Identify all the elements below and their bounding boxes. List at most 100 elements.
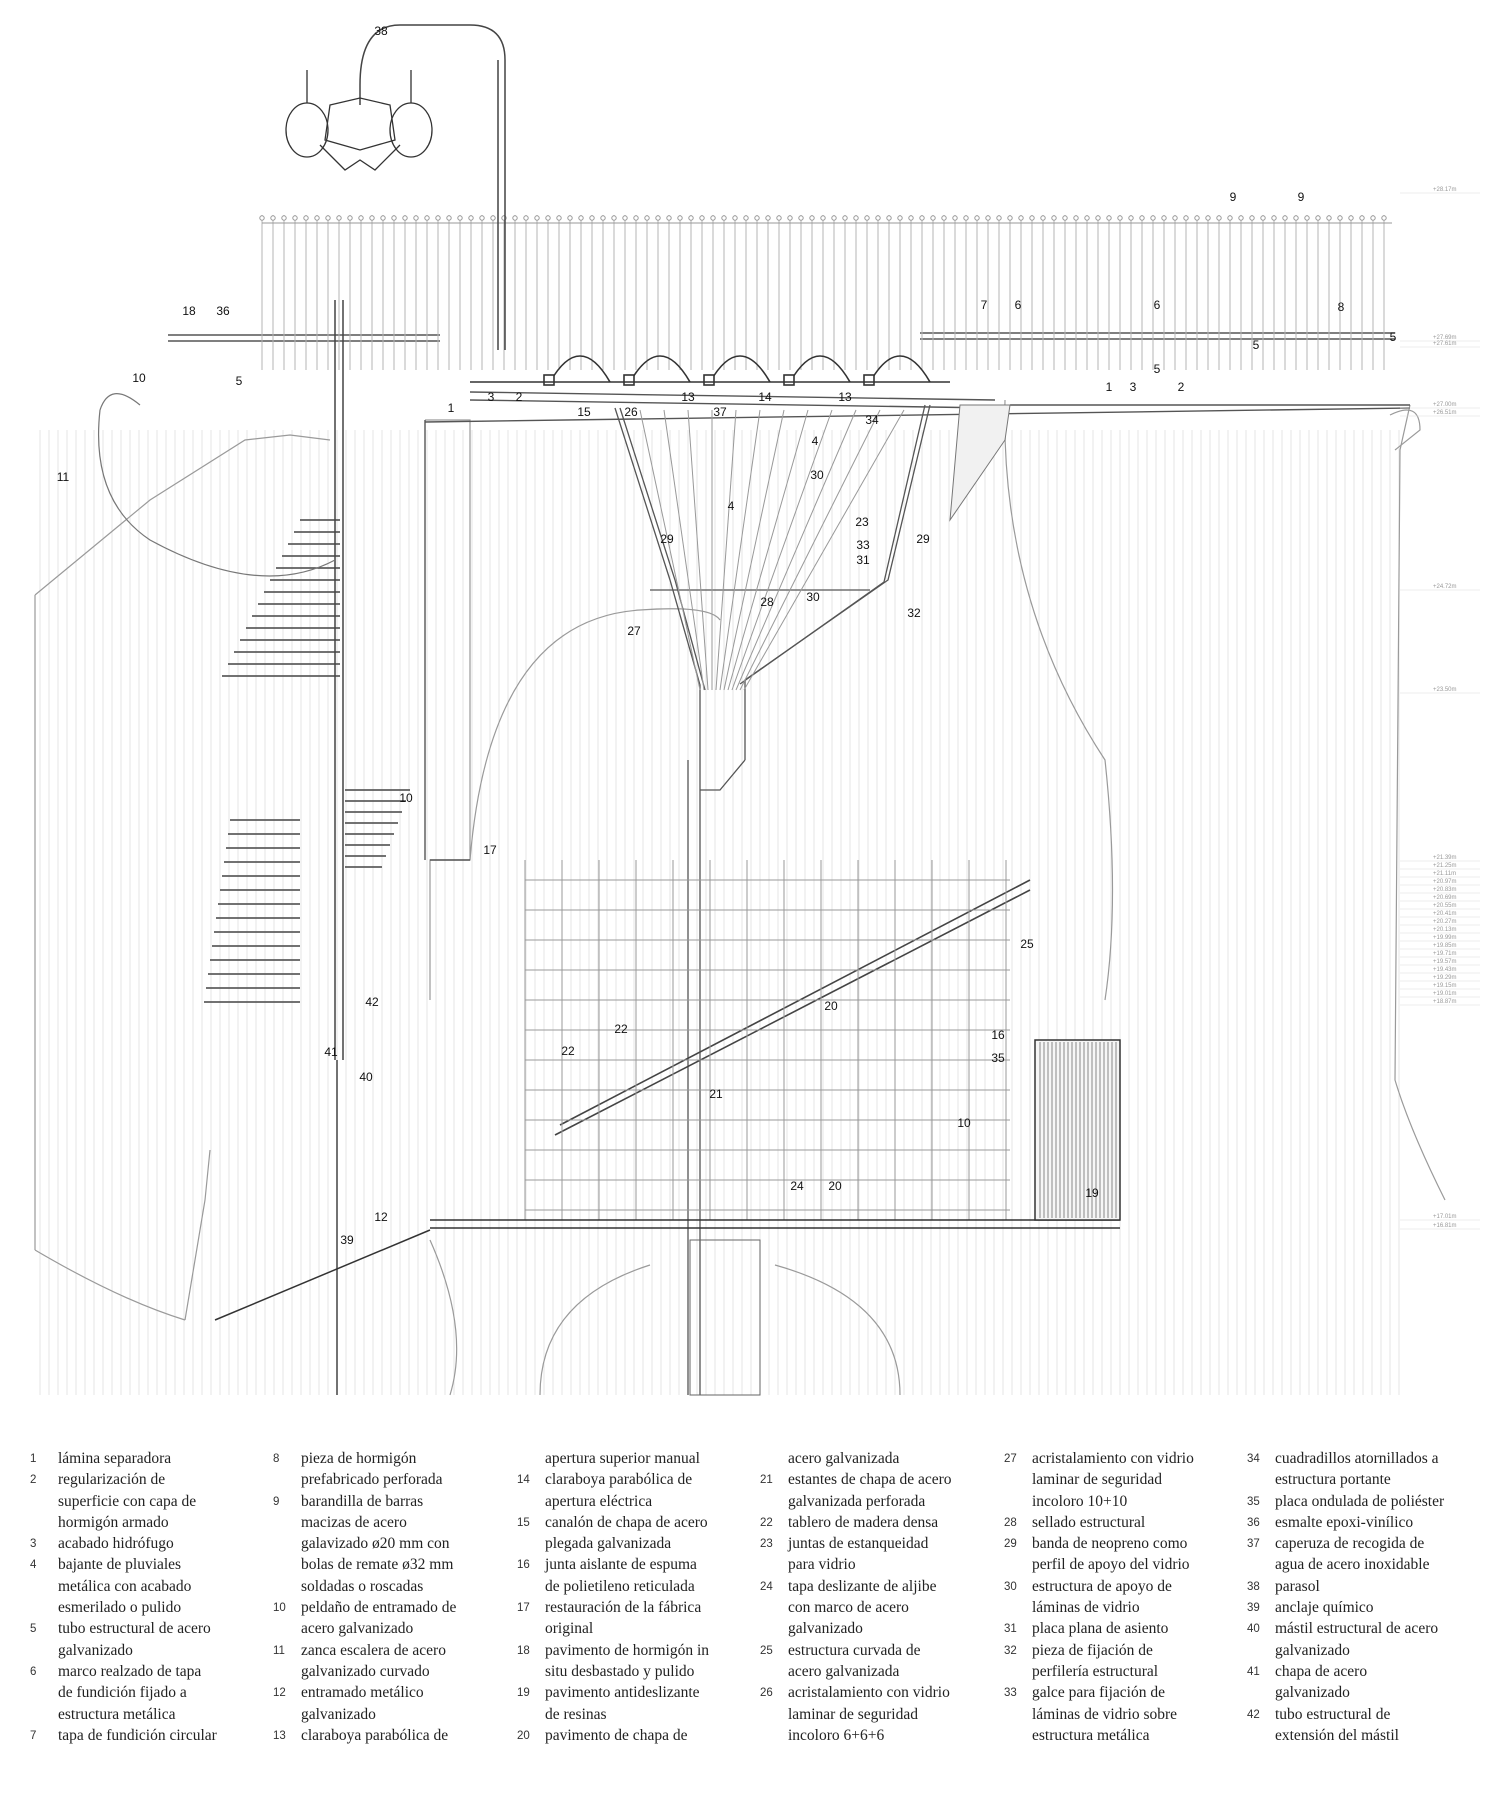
legend-text: restauración de la fábrica: [545, 1599, 702, 1617]
spiral-stair-treads: [204, 519, 410, 1003]
legend-text: juntas de estanqueidad: [788, 1535, 929, 1553]
level-mark: +20.69m: [1433, 895, 1457, 901]
gravel-fill: [949, 404, 1011, 522]
callout-label: 21: [709, 1087, 723, 1101]
level-mark: +20.27m: [1433, 919, 1457, 925]
legend-text: anclaje químico: [1275, 1599, 1374, 1617]
callout-label: 3: [488, 390, 495, 404]
callout-label: 33: [856, 538, 870, 552]
level-mark: +27.69m: [1433, 335, 1457, 341]
level-marks: +28.17m+27.69m+27.61m+27.00m+26.51m+24.7…: [1400, 187, 1480, 1230]
level-mark: +20.55m: [1433, 903, 1457, 909]
legend-number: 17: [517, 1602, 530, 1615]
legend-text: laminar de seguridad: [788, 1705, 918, 1723]
callout-label: 5: [236, 374, 243, 388]
level-mark: +19.01m: [1433, 991, 1457, 997]
floor-slab: [214, 1039, 1121, 1321]
legend-number: 39: [1247, 1602, 1260, 1615]
legend-number: 29: [1004, 1538, 1017, 1551]
callout-label: 22: [561, 1044, 575, 1058]
callout-label: 9: [1230, 190, 1237, 204]
legend-text: perfilería estructural: [1032, 1662, 1159, 1680]
callout-label: 29: [660, 532, 674, 546]
legend-number: 21: [760, 1474, 773, 1487]
legend-text: caperuza de recogida de: [1275, 1535, 1425, 1553]
legend-number: 12: [273, 1687, 286, 1700]
interior-stair: [554, 879, 1031, 1136]
level-mark: +19.29m: [1433, 975, 1457, 981]
callout-label: 17: [483, 843, 497, 857]
legend-text: de polietileno reticulada: [545, 1577, 695, 1595]
curved-stringer: [97, 409, 336, 577]
legend-text: pavimento antideslizante: [545, 1684, 700, 1702]
callout-label: 12: [374, 1210, 388, 1224]
level-mark: +26.51m: [1433, 410, 1457, 416]
callout-label: 5: [1253, 338, 1260, 352]
legend-text: acero galvanizada: [788, 1662, 900, 1680]
callout-label: 27: [627, 624, 641, 638]
legend-number: 14: [517, 1474, 530, 1487]
legend-text: pavimento de hormigón in: [545, 1641, 710, 1659]
glass-support-ribs: [639, 409, 905, 691]
callout-label: 35: [991, 1051, 1005, 1065]
callout-label: 7: [981, 298, 988, 312]
legend-text: incoloro 6+6+6: [788, 1726, 885, 1744]
legend-number: 1: [30, 1453, 37, 1465]
legend-text: original: [545, 1620, 594, 1638]
legend-text: incoloro 10+10: [1032, 1492, 1128, 1510]
legend-text: galvanizado: [1275, 1641, 1350, 1659]
legend-number: 28: [1004, 1516, 1017, 1529]
legend-text: zanca escalera de acero: [301, 1641, 446, 1659]
callout-label: 38: [374, 24, 388, 38]
legend-text: claraboya parabólica de: [545, 1471, 693, 1489]
callout-label: 1: [1106, 380, 1113, 394]
callout-label: 5: [1154, 362, 1161, 376]
legend-text: estructura de apoyo de: [1032, 1577, 1172, 1595]
legend-text: galce para fijación de: [1032, 1684, 1165, 1702]
legend-number: 23: [760, 1538, 773, 1551]
legend-item: 1 lámina separadora: [30, 1448, 258, 1469]
legend-number: 4: [30, 1559, 37, 1572]
legend-text: lámina separadora: [58, 1450, 172, 1467]
callout-label: 32: [907, 606, 921, 620]
callout-label: 31: [856, 553, 870, 567]
level-mark: +18.87m: [1433, 999, 1457, 1005]
legend-number: 6: [30, 1665, 37, 1678]
legend-number: 26: [760, 1687, 773, 1700]
legend-number: 20: [517, 1729, 530, 1742]
level-mark: +21.39m: [1433, 855, 1457, 861]
callout-label: 18: [182, 304, 196, 318]
legend-number: 32: [1004, 1644, 1017, 1657]
level-mark: +16.81m: [1433, 1223, 1457, 1229]
legend-text: con marco de acero: [788, 1599, 909, 1617]
callout-label: 25: [1020, 937, 1034, 951]
level-mark: +20.83m: [1433, 887, 1457, 893]
legend-text: acero galvanizada: [788, 1450, 900, 1467]
legend-number: 7: [30, 1729, 37, 1742]
level-mark: +17.01m: [1433, 1214, 1457, 1220]
level-mark: +24.72m: [1433, 584, 1457, 590]
callout-label: 2: [1178, 380, 1185, 394]
legend-text: bajante de pluviales: [58, 1556, 182, 1574]
legend-number: 16: [517, 1559, 530, 1572]
polyester-panel: [1039, 1042, 1117, 1218]
